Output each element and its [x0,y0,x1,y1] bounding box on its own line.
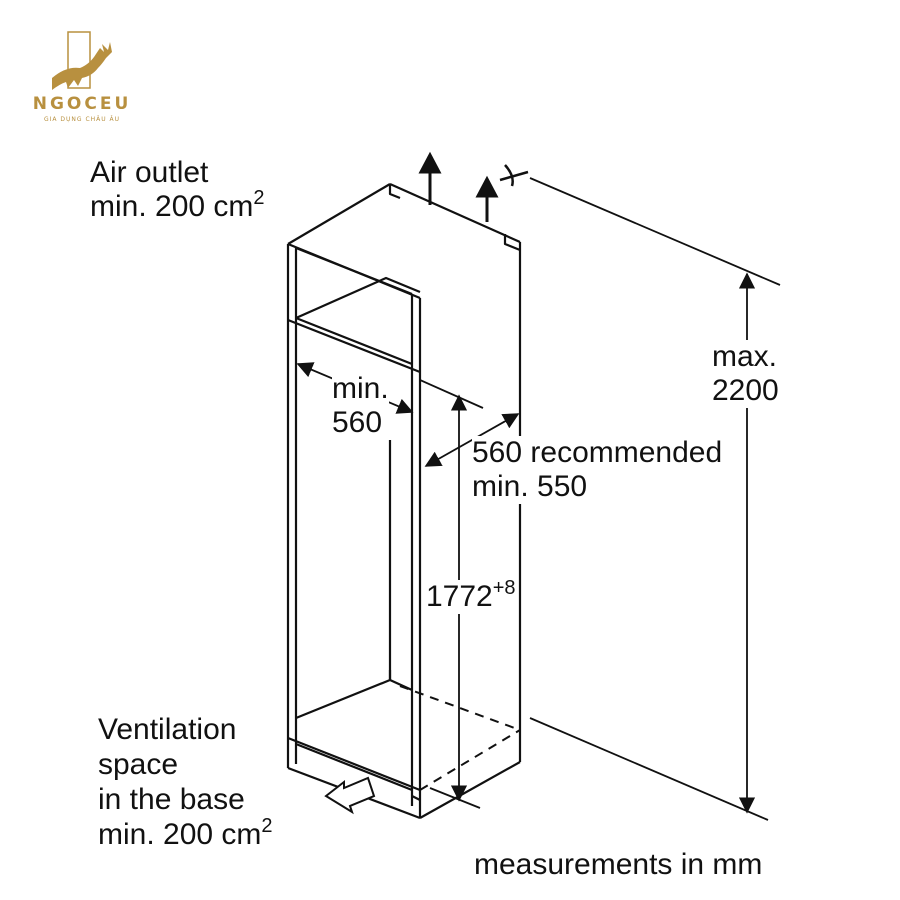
niche-top-back [389,182,521,244]
depth-label: 560 recommended min. 550 [472,436,723,504]
units-note: measurements in mm [474,848,763,881]
ventilation-label: Ventilation space in the base min. 200 c… [98,713,273,851]
top-ref-tick [499,164,529,187]
brand-tagline: GIA DỤNG CHÂU ÂU [43,116,121,123]
niche-height-label: 1772+8 [426,577,516,614]
air-outlet-label: Air outlet min. 200 cm2 [90,156,265,223]
base-panel [287,736,421,792]
niche-bottom-right [419,761,521,819]
hidden-floor-back [399,685,521,731]
max-height-label: max. 2200 [712,340,779,408]
upper-shelf [287,318,421,374]
niche-top-left [287,183,391,245]
brand-logo-icon [52,31,112,90]
hidden-floor-right [419,729,521,791]
brand-name: NGOCEU [32,94,132,114]
min-width-label: min. 560 [332,372,389,440]
ventilation-arrow-icon [324,776,376,815]
